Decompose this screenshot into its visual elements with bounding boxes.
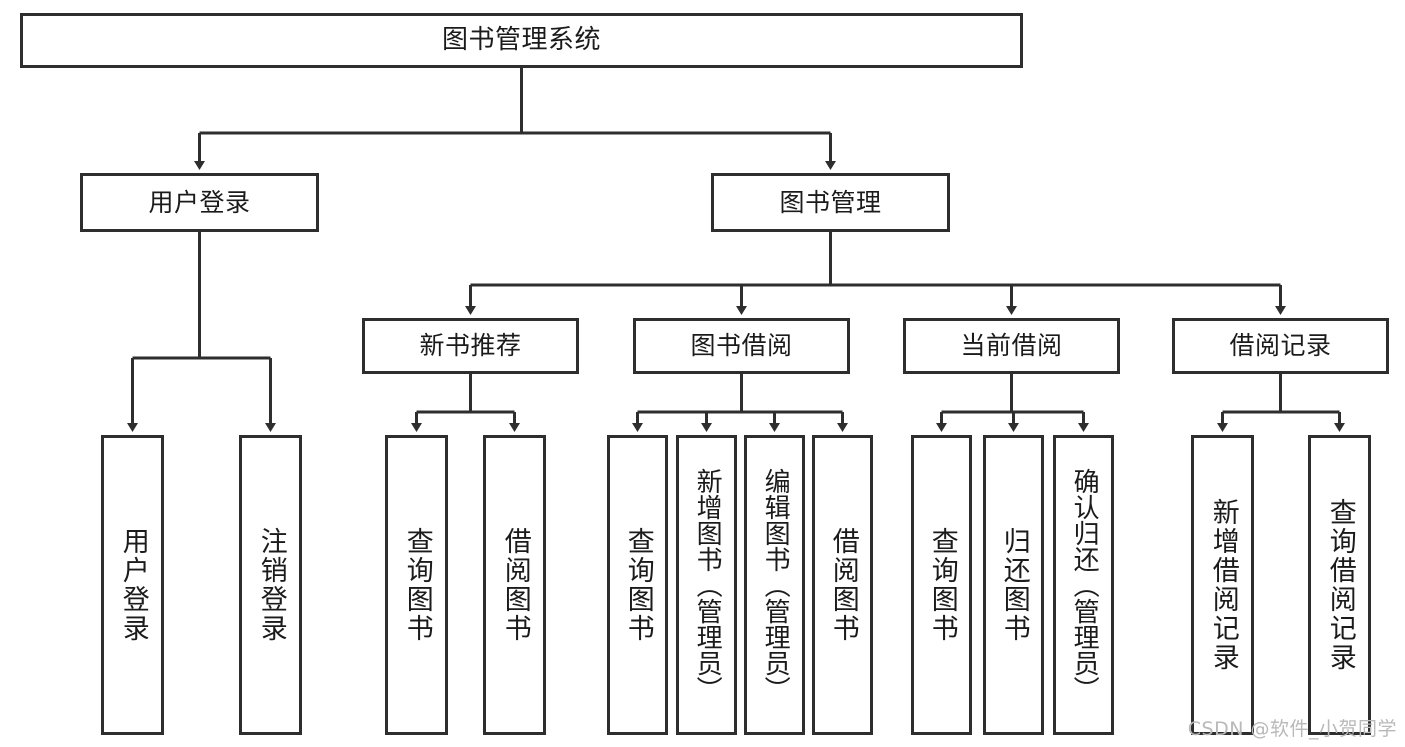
node-label: 注销登录 <box>255 527 287 643</box>
node-n-user[interactable]: 用户登录 <box>80 173 319 232</box>
node-label: 借阅图书 <box>827 527 859 643</box>
node-label: 图书管理系统 <box>441 24 601 55</box>
node-l-12[interactable]: 新增借阅记录 <box>1191 435 1254 735</box>
node-root[interactable]: 图书管理系统 <box>20 13 1023 68</box>
node-l-10[interactable]: 归还图书 <box>983 435 1044 735</box>
node-label: 查询借阅记录 <box>1324 498 1356 672</box>
node-label: 新书推荐 <box>419 331 522 360</box>
node-label: 编辑图书（管理员） <box>760 468 791 702</box>
node-l-09[interactable]: 查询图书 <box>911 435 972 735</box>
node-l-13[interactable]: 查询借阅记录 <box>1308 435 1371 735</box>
node-n-lend[interactable]: 图书借阅 <box>633 318 850 374</box>
node-label: 查询图书 <box>622 527 654 643</box>
node-l-07[interactable]: 编辑图书（管理员） <box>744 435 805 735</box>
node-label: 查询图书 <box>401 527 433 643</box>
node-label: 当前借阅 <box>960 331 1063 360</box>
node-n-new[interactable]: 新书推荐 <box>362 318 579 374</box>
node-label: 新增借阅记录 <box>1207 498 1239 672</box>
watermark-text: CSDN @软件_小贺同学 <box>1187 718 1397 740</box>
node-label: 图书管理 <box>779 187 882 217</box>
node-l-08[interactable]: 借阅图书 <box>812 435 873 735</box>
node-label: 用户登录 <box>117 527 149 643</box>
node-label: 确认归还（管理员） <box>1069 468 1100 702</box>
node-l-03[interactable]: 查询图书 <box>385 435 448 735</box>
node-n-rec[interactable]: 借阅记录 <box>1172 318 1389 374</box>
node-label: 查询图书 <box>926 527 958 643</box>
node-label: 归还图书 <box>998 527 1030 643</box>
node-n-book[interactable]: 图书管理 <box>711 173 950 232</box>
node-l-01[interactable]: 用户登录 <box>101 435 164 735</box>
node-l-02[interactable]: 注销登录 <box>239 435 302 735</box>
node-label: 借阅记录 <box>1229 331 1332 360</box>
node-label: 新增图书（管理员） <box>692 468 723 702</box>
node-l-05[interactable]: 查询图书 <box>607 435 668 735</box>
node-l-06[interactable]: 新增图书（管理员） <box>676 435 737 735</box>
node-label: 借阅图书 <box>499 527 531 643</box>
node-label: 图书借阅 <box>690 331 793 360</box>
node-l-04[interactable]: 借阅图书 <box>483 435 546 735</box>
node-l-11[interactable]: 确认归还（管理员） <box>1053 435 1114 735</box>
node-n-cur[interactable]: 当前借阅 <box>903 318 1120 374</box>
node-label: 用户登录 <box>148 187 251 217</box>
